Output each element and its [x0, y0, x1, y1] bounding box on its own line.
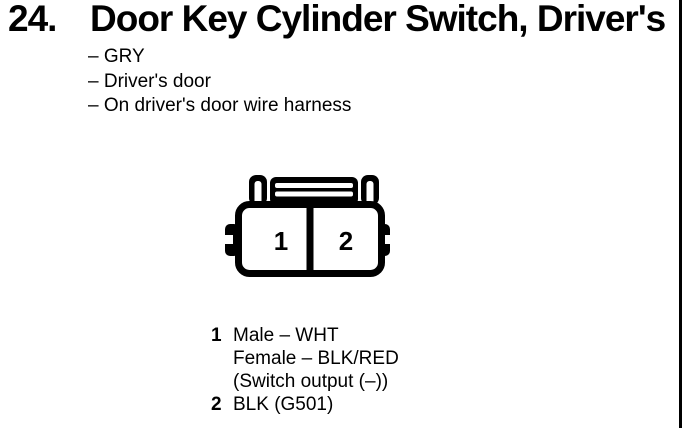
pin-note-1: 1 Male – WHT Female – BLK/RED (Switch ou…: [211, 324, 399, 393]
pin-2-line-wire: BLK (G501): [233, 394, 334, 415]
connector-lock-tab-right: [361, 175, 379, 205]
pin-2-description: BLK (G501): [233, 393, 333, 416]
pin-1-line-female: Female – BLK/RED: [233, 348, 399, 369]
pin-1-line-male: Male – WHT: [233, 325, 339, 346]
connector-lock-tab-left: [249, 175, 267, 205]
pin-notes: 1 Male – WHT Female – BLK/RED (Switch ou…: [211, 324, 399, 416]
pin-1-line-function: (Switch output (–)): [233, 371, 389, 392]
attribute-color: – GRY: [88, 46, 145, 67]
item-number: 24.: [8, 0, 57, 39]
pin-1-number: 1: [211, 325, 222, 346]
pin-2-number: 2: [211, 394, 222, 415]
connector-lock-bar: [270, 177, 358, 205]
cavity-1-label: 1: [274, 226, 288, 256]
page-title: Door Key Cylinder Switch, Driver's: [90, 0, 666, 39]
column-divider-rule: [679, 0, 682, 428]
attribute-location: – Driver's door: [88, 70, 211, 92]
cavity-2-label: 2: [339, 226, 353, 256]
connector-diagram: 1 2: [220, 175, 395, 277]
attribute-list: – GRY – Driver's door – On driver's door…: [88, 45, 351, 119]
pin-1-description: Male – WHT Female – BLK/RED (Switch outp…: [233, 324, 399, 393]
pin-note-2: 2 BLK (G501): [211, 393, 399, 416]
attribute-harness: – On driver's door wire harness: [88, 95, 352, 116]
